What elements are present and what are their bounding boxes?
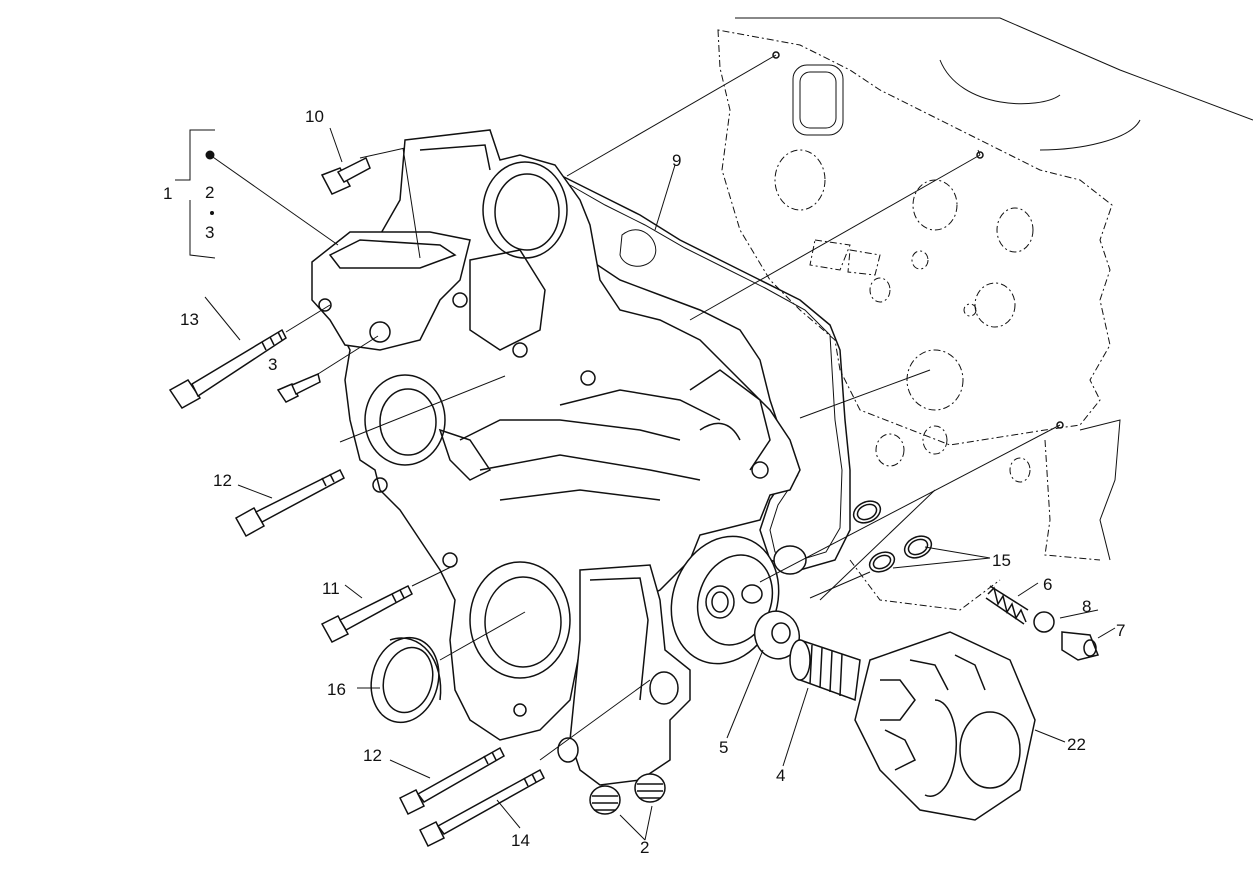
callout-3: 3 [268, 355, 277, 374]
callout-3-kit: 3 [205, 223, 214, 242]
relief-valve-plug-part-7 [1061, 631, 1100, 661]
callout-1: 1 [163, 184, 172, 203]
callout-11: 11 [322, 579, 340, 598]
relief-valve-spring-part-6 [985, 585, 1029, 625]
callout-16: 16 [327, 680, 346, 699]
filter-head-flange [670, 535, 780, 665]
bolt-part-10 [320, 156, 371, 195]
callout-9: 9 [672, 151, 681, 170]
relief-valve-ball-part-8 [1033, 611, 1055, 633]
pin-part-3 [276, 372, 321, 403]
callout-4: 4 [776, 766, 785, 785]
callout-leaders [175, 127, 1116, 841]
alignment-lines [209, 51, 1064, 761]
o-rings-part-15 [773, 500, 933, 575]
callout-2-kit: 2 [205, 183, 214, 202]
bolt-part-13 [168, 328, 287, 409]
plugs-part-2 [589, 773, 666, 815]
callout-12-upper: 12 [213, 471, 232, 490]
callout-5: 5 [719, 738, 728, 757]
washer-part-5 [754, 610, 800, 660]
callout-15: 15 [992, 551, 1011, 570]
oil-seal-part-16 [370, 636, 442, 724]
callout-6: 6 [1043, 575, 1052, 594]
oil-pump-body [557, 564, 691, 786]
callout-22: 22 [1067, 735, 1086, 754]
callout-8: 8 [1082, 597, 1091, 616]
callout-14: 14 [511, 831, 530, 850]
breather-housing-part-1 [311, 231, 471, 351]
bolt-part-14 [418, 768, 545, 848]
callout-labels: 1 2 3 10 9 13 3 12 11 16 12 14 2 5 4 22 … [163, 107, 1125, 857]
callout-12-lower: 12 [363, 746, 382, 765]
bolt-part-11 [320, 584, 413, 643]
callout-13: 13 [180, 310, 199, 329]
callout-2: 2 [640, 838, 649, 857]
engine-block-outline [717, 17, 1253, 611]
callout-10: 10 [305, 107, 324, 126]
bolt-part-12-upper [234, 468, 345, 538]
nipple-part-4 [789, 638, 861, 702]
bolt-part-12-lower [398, 746, 505, 816]
oil-filter-part-22 [854, 631, 1036, 821]
callout-7: 7 [1116, 621, 1125, 640]
